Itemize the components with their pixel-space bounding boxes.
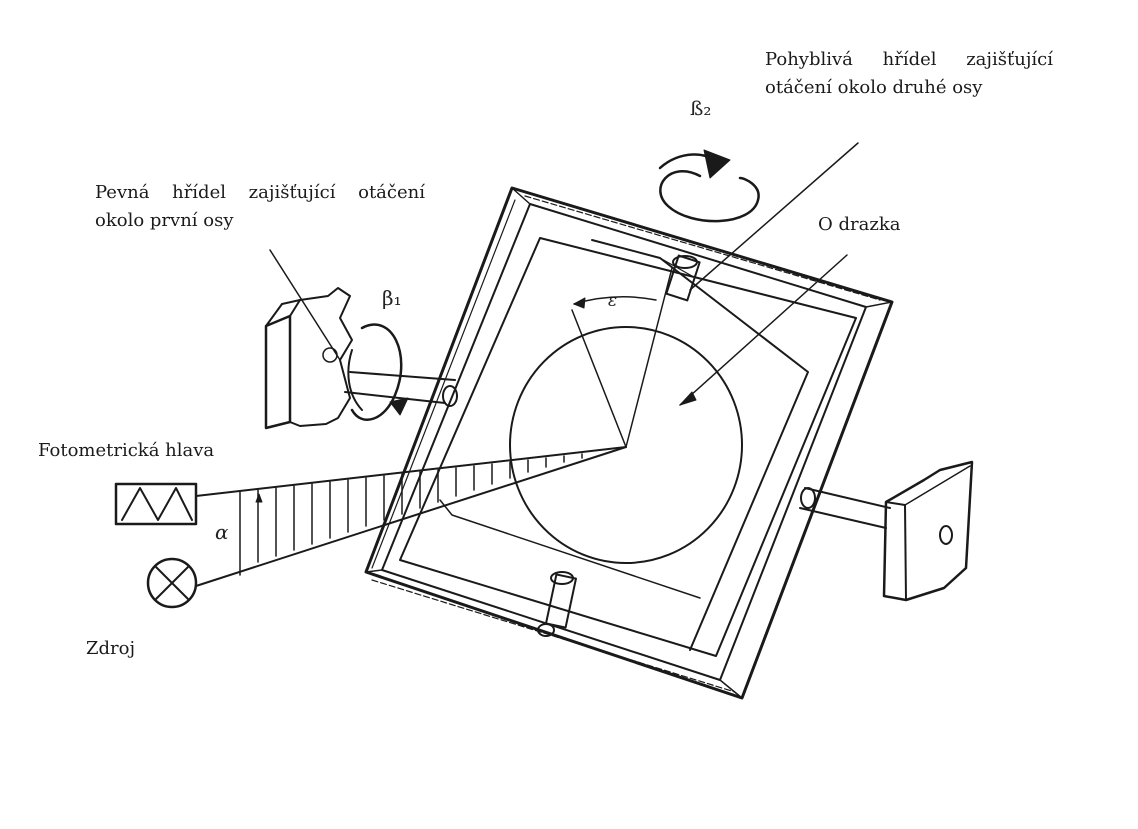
groove-label: O drazka (818, 214, 901, 235)
source-label: Zdroj (86, 638, 136, 659)
beams (195, 446, 627, 587)
fixed-shaft-label: Pevná hřídel zajišťující otáčení (95, 180, 425, 206)
alpha-symbol: α (215, 520, 229, 544)
light-source (146, 557, 198, 609)
right-shaft-assembly (799, 460, 974, 602)
outer-frame (364, 186, 894, 700)
beta2-symbol: ß₂ (690, 96, 712, 120)
epsilon-symbol: ε (608, 291, 618, 311)
fixed-shaft-assembly (264, 287, 458, 430)
photometric-head-label: Fotometrická hlava (38, 440, 215, 461)
beta1-symbol: β₁ (382, 286, 402, 310)
movable-shaft-label: Pohyblivá hřídel zajišťující (765, 47, 1053, 73)
pointer-lines (269, 142, 859, 406)
bottom-shaft (537, 571, 577, 637)
top-shaft (665, 254, 701, 302)
movable-shaft-label-line2: otáčení okolo druhé osy (765, 77, 983, 98)
photometric-head (114, 482, 198, 526)
sample-disc (509, 326, 743, 564)
fixed-shaft-label-line2: okolo první osy (95, 210, 234, 231)
beta2-rotation-arrow (658, 149, 760, 223)
epsilon-angle (571, 267, 673, 448)
movable-shaft-label-line1: Pohyblivá hřídel zajišťující (765, 49, 1053, 70)
fixed-shaft-label-line1: Pevná hřídel zajišťující otáčení (95, 182, 425, 203)
beta1-rotation-arrow (347, 323, 409, 421)
